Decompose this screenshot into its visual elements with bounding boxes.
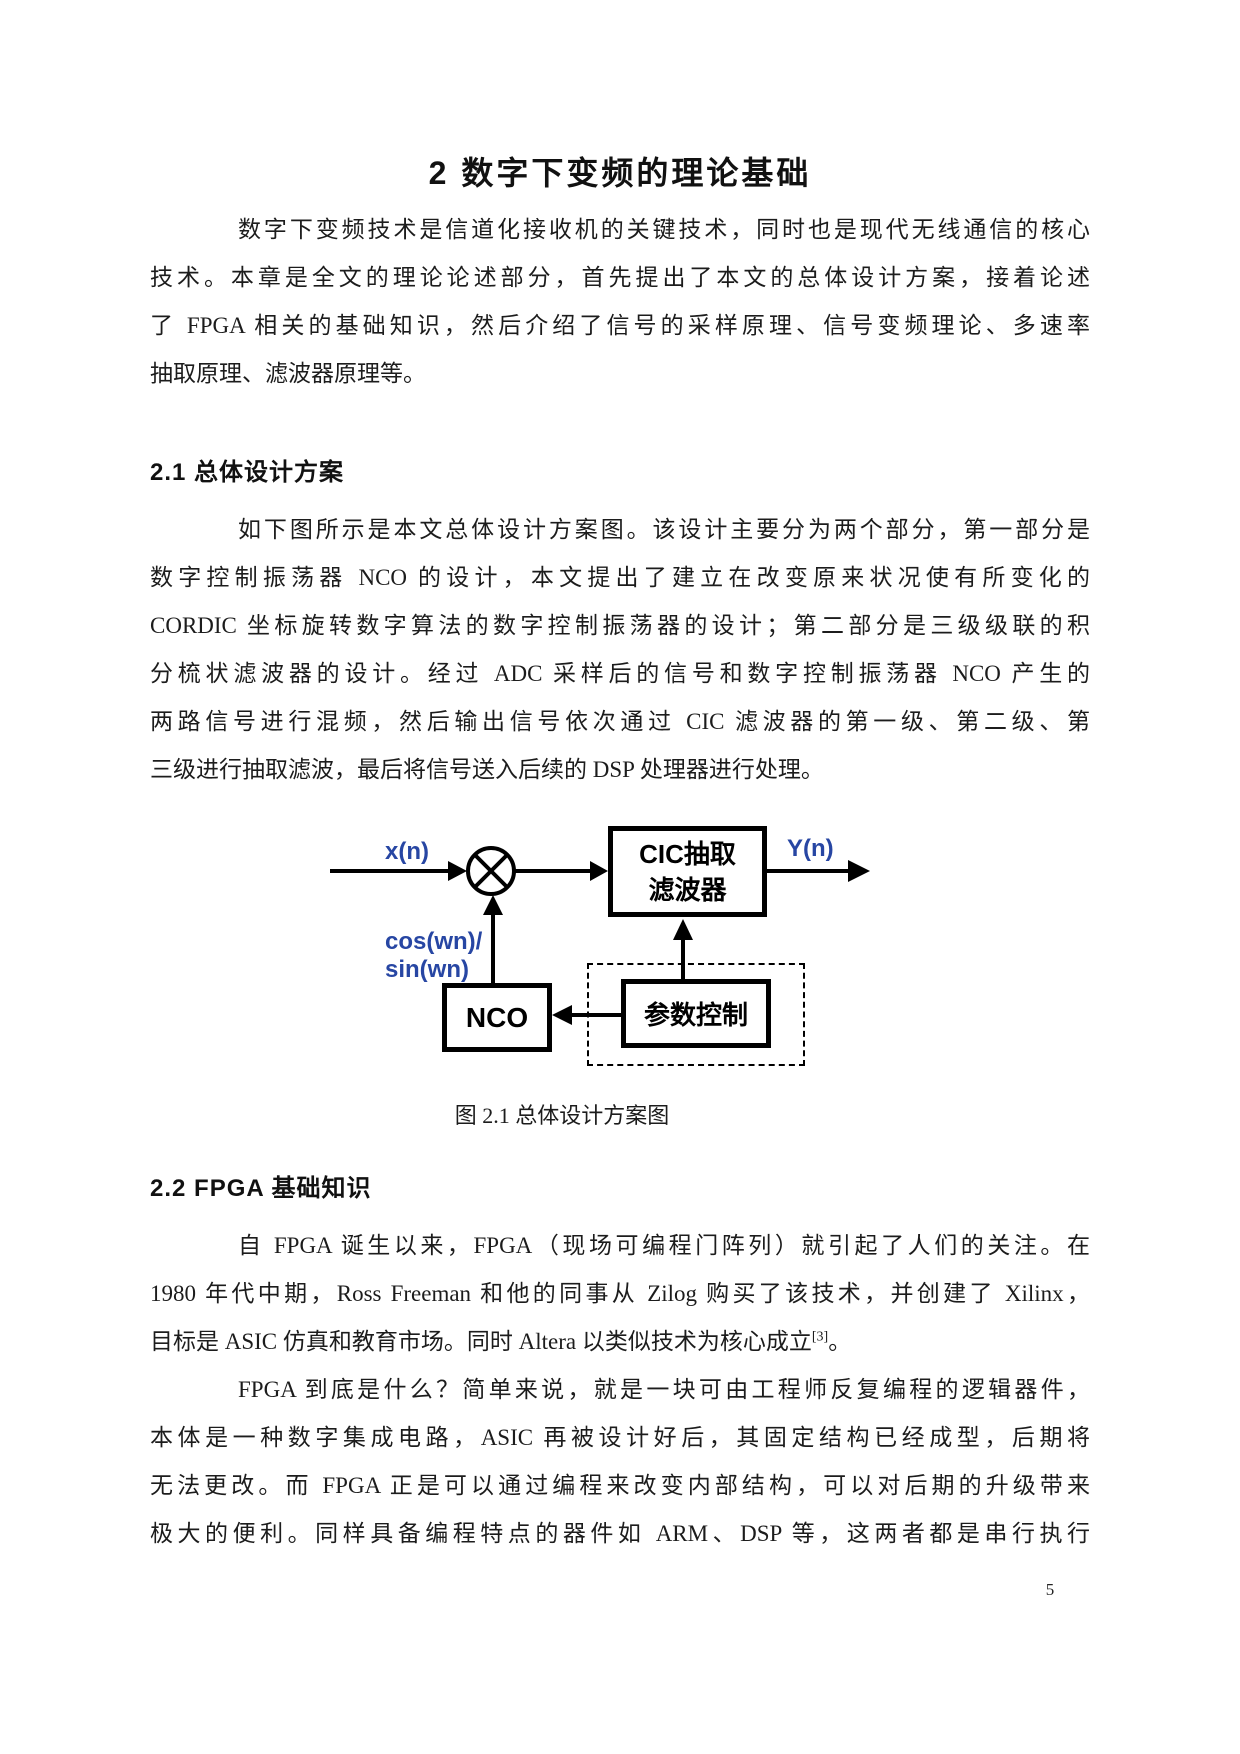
section-heading-2-2: 2.2 FPGA 基础知识 (150, 1175, 372, 1202)
text-line: 如下图所示是本文总体设计方案图。该设计主要分为两个部分，第一部分是 (238, 517, 1090, 542)
text-line: 三级进行抽取滤波，最后将信号送入后续的 DSP 处理器进行处理。 (150, 757, 824, 782)
parameter-control-block: 参数控制 (621, 979, 771, 1048)
text-line: 目标是 ASIC 仿真和教育市场。同时 Altera 以类似技术为核心成立[3]… (150, 1318, 1090, 1366)
text-line: 数字下变频技术是信道化接收机的关键技术，同时也是现代无线通信的核心 (238, 217, 1090, 242)
parameter-control-label: 参数控制 (643, 1000, 748, 1030)
input-arrowhead-icon (448, 861, 467, 881)
diagram-lines (330, 846, 870, 1025)
text-line: FPGA 到底是什么？简单来说，就是一块可由工程师反复编程的逻辑器件， (238, 1377, 1090, 1402)
mixer-x-icon (473, 853, 509, 889)
text-line: 两路信号进行混频，然后输出信号依次通过 CIC 滤波器的第一级、第二级、第 (150, 709, 1090, 734)
nco-block: NCO (442, 983, 552, 1052)
nco-to-mixer-arrowhead-icon (483, 895, 503, 915)
text-line: 极大的便利。同样具备编程特点的器件如 ARM、DSP 等，这两者都是串行执行 (150, 1521, 1090, 1546)
text-line: 技术。本章是全文的理论论述部分，首先提出了本文的总体设计方案，接着论述 (150, 265, 1090, 290)
text-line: 分梳状滤波器的设计。经过 ADC 采样后的信号和数字控制振荡器 NCO 产生的 (150, 661, 1090, 686)
chapter-title: 2 数字下变频的理论基础 (428, 155, 812, 191)
cic-filter-label-line1: CIC抽取 (639, 838, 736, 869)
oscillator-label-sin: sin(wn) (385, 956, 469, 983)
oscillator-label-cos: cos(wn)/ (385, 928, 483, 955)
text-line: CORDIC 坐标旋转数字算法的数字控制振荡器的设计；第二部分是三级级联的积 (150, 613, 1090, 638)
nco-label: NCO (465, 1001, 529, 1033)
text-segment: 。 (828, 1329, 852, 1354)
param-to-nco-arrowhead-icon (552, 1005, 572, 1025)
paragraph-fpga-definition: FPGA 到底是什么？简单来说，就是一块可由工程师反复编程的逻辑器件， 本体是一… (150, 1366, 1090, 1558)
mixer-to-cic-arrowhead-icon (590, 861, 608, 881)
text-line: 无法更改。而 FPGA 正是可以通过编程来改变内部结构，可以对后期的升级带来 (150, 1473, 1090, 1498)
paragraph-intro: 数字下变频技术是信道化接收机的关键技术，同时也是现代无线通信的核心 技术。本章是… (150, 206, 1090, 398)
text-line: 了 FPGA 相关的基础知识，然后介绍了信号的采样原理、信号变频理论、多速率 (150, 313, 1090, 338)
cic-filter-block: CIC抽取 滤波器 (608, 826, 767, 917)
input-signal-label: x(n) (385, 838, 429, 865)
text-segment: 目标是 ASIC 仿真和教育市场。同时 Altera 以类似技术为核心成立 (150, 1329, 812, 1354)
text-line: 抽取原理、滤波器原理等。 (150, 361, 426, 386)
paragraph-fpga-history: 自 FPGA 诞生以来，FPGA（现场可编程门阵列）就引起了人们的关注。在 19… (150, 1222, 1090, 1366)
cic-filter-label-line2: 滤波器 (648, 874, 727, 905)
text-line: 数字控制振荡器 NCO 的设计，本文提出了建立在改变原来状况使有所变化的 (150, 565, 1090, 590)
control-dashed-boundary (587, 963, 805, 1066)
output-arrowhead-icon (848, 860, 870, 882)
figure-caption: 图 2.1 总体设计方案图 (454, 1103, 670, 1128)
text-line: 1980 年代中期，Ross Freeman 和他的同事从 Zilog 购买了该… (150, 1281, 1090, 1306)
text-line: 自 FPGA 诞生以来，FPGA（现场可编程门阵列）就引起了人们的关注。在 (238, 1233, 1090, 1258)
citation-ref: [3] (811, 1329, 829, 1345)
text-line: 本体是一种数字集成电路，ASIC 再被设计好后，其固定结构已经成型，后期将 (150, 1425, 1090, 1450)
figure-block-diagram: CIC抽取 滤波器 NCO 参数控制 x(n) Y(n) cos(wn)/ si… (300, 740, 880, 1080)
page-number: 5 (1045, 1580, 1055, 1599)
param-to-cic-arrowhead-icon (673, 919, 693, 940)
output-signal-label: Y(n) (787, 835, 834, 862)
section-heading-2-1: 2.1 总体设计方案 (150, 459, 345, 486)
paragraph-design-overview: 如下图所示是本文总体设计方案图。该设计主要分为两个部分，第一部分是 数字控制振荡… (150, 506, 1090, 794)
